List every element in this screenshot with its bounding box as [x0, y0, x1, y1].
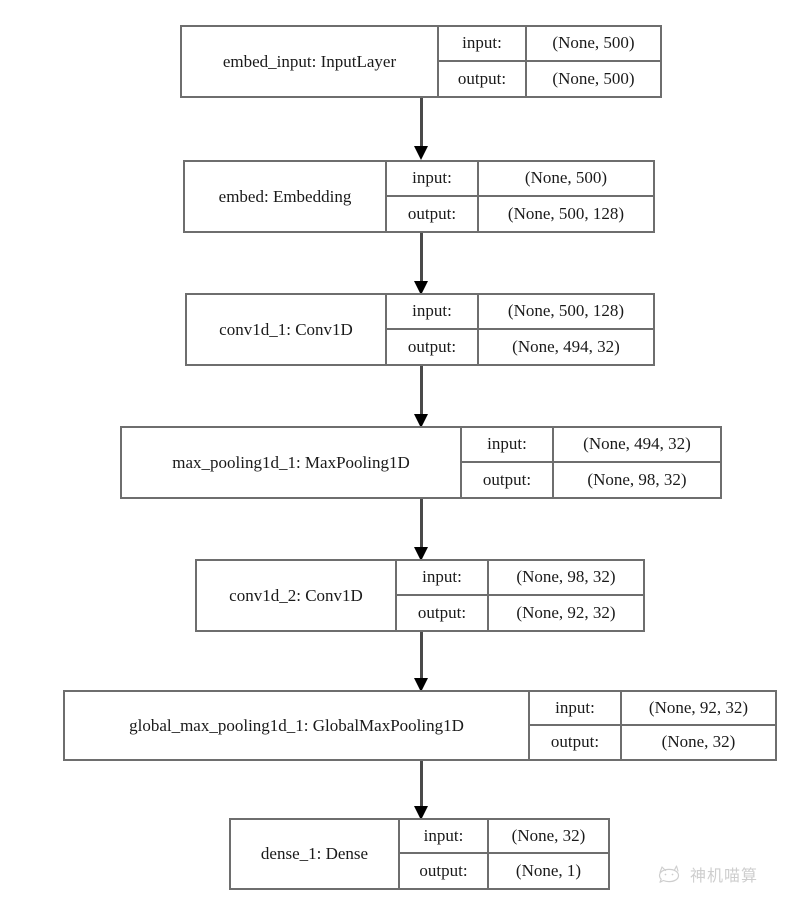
io-table-conv1d-1: input: (None, 500, 128) output: (None, 4…	[387, 295, 653, 364]
io-shape-output: (None, 500)	[552, 68, 635, 88]
edge-shaft	[420, 98, 423, 148]
io-label-input: input:	[387, 162, 479, 195]
io-label-input: input:	[400, 820, 489, 852]
io-label-output: output:	[387, 329, 479, 364]
io-row-input: input: (None, 32)	[400, 820, 608, 854]
node-name-dense-1: dense_1: Dense	[231, 820, 400, 888]
io-table-max-pooling1d-1: input: (None, 494, 32) output: (None, 98…	[462, 428, 720, 497]
io-label-output: output:	[397, 595, 489, 630]
io-shape-input: (None, 500)	[524, 168, 608, 188]
edge-shaft	[420, 632, 423, 680]
io-row-output: output: (None, 500, 128)	[387, 196, 653, 231]
io-label-input: input:	[387, 295, 479, 328]
edge-arrowhead	[414, 678, 428, 692]
io-table-embed-input: input: (None, 500) output: (None, 500)	[439, 27, 660, 96]
node-name-conv1d-2: conv1d_2: Conv1D	[197, 561, 397, 630]
io-row-output: output: (None, 32)	[530, 725, 775, 759]
io-shape-input: (None, 500)	[552, 33, 635, 53]
node-name-conv1d-1: conv1d_1: Conv1D	[187, 295, 387, 364]
edge-shaft	[420, 499, 423, 549]
watermark-text: 神机喵算	[690, 866, 759, 885]
io-shape-output: (None, 494, 32)	[512, 336, 620, 356]
edge-arrowhead	[414, 414, 428, 428]
io-shape-output: (None, 98, 32)	[587, 469, 687, 489]
node-global-max-pooling1d-1: global_max_pooling1d_1: GlobalMaxPooling…	[63, 690, 777, 761]
io-shape-input: (None, 494, 32)	[583, 434, 691, 454]
io-label-output: output:	[462, 462, 554, 497]
edge-arrowhead	[414, 547, 428, 561]
io-label-output: output:	[530, 725, 622, 759]
io-row-input: input: (None, 500)	[439, 27, 660, 62]
io-label-output: output:	[387, 196, 479, 231]
io-row-input: input: (None, 494, 32)	[462, 428, 720, 463]
io-table-global-max-pooling1d-1: input: (None, 92, 32) output: (None, 32)	[530, 692, 775, 759]
edge-arrowhead	[414, 146, 428, 160]
io-label-input: input:	[397, 561, 489, 594]
edge-arrowhead	[414, 281, 428, 295]
io-row-input: input: (None, 500)	[387, 162, 653, 197]
io-row-input: input: (None, 500, 128)	[387, 295, 653, 330]
io-label-output: output:	[400, 854, 489, 888]
node-max-pooling1d-1: max_pooling1d_1: MaxPooling1D input: (No…	[120, 426, 722, 499]
edge-shaft	[420, 761, 423, 808]
io-row-output: output: (None, 500)	[439, 61, 660, 96]
node-conv1d-2: conv1d_2: Conv1D input: (None, 98, 32) o…	[195, 559, 645, 632]
node-name-embed: embed: Embedding	[185, 162, 387, 231]
node-name-global-max-pooling1d-1: global_max_pooling1d_1: GlobalMaxPooling…	[65, 692, 530, 759]
io-shape-input: (None, 32)	[511, 826, 586, 845]
node-conv1d-1: conv1d_1: Conv1D input: (None, 500, 128)…	[185, 293, 655, 366]
io-shape-output: (None, 92, 32)	[516, 602, 616, 622]
io-shape-output: (None, 32)	[661, 732, 736, 752]
io-label-input: input:	[439, 27, 527, 60]
io-table-dense-1: input: (None, 32) output: (None, 1)	[400, 820, 608, 888]
io-shape-output: (None, 1)	[515, 861, 582, 880]
node-embed-input: embed_input: InputLayer input: (None, 50…	[180, 25, 662, 98]
cat-face-icon	[658, 865, 680, 883]
io-label-input: input:	[530, 692, 622, 724]
node-dense-1: dense_1: Dense input: (None, 32) output:…	[229, 818, 610, 890]
io-row-output: output: (None, 92, 32)	[397, 595, 643, 630]
io-table-conv1d-2: input: (None, 98, 32) output: (None, 92,…	[397, 561, 643, 630]
node-name-embed-input: embed_input: InputLayer	[182, 27, 439, 96]
io-row-output: output: (None, 1)	[400, 854, 608, 888]
io-row-output: output: (None, 98, 32)	[462, 462, 720, 497]
node-name-max-pooling1d-1: max_pooling1d_1: MaxPooling1D	[122, 428, 462, 497]
io-shape-input: (None, 500, 128)	[507, 301, 625, 321]
io-shape-output: (None, 500, 128)	[507, 203, 625, 223]
edge-shaft	[420, 233, 423, 283]
edge-shaft	[420, 366, 423, 416]
io-table-embed: input: (None, 500) output: (None, 500, 1…	[387, 162, 653, 231]
edge-arrowhead	[414, 806, 428, 820]
io-label-input: input:	[462, 428, 554, 461]
node-embed: embed: Embedding input: (None, 500) outp…	[183, 160, 655, 233]
io-shape-input: (None, 98, 32)	[516, 567, 616, 587]
io-row-input: input: (None, 92, 32)	[530, 692, 775, 726]
watermark: 神机喵算	[655, 862, 758, 886]
io-shape-input: (None, 92, 32)	[648, 697, 749, 717]
io-row-output: output: (None, 494, 32)	[387, 329, 653, 364]
io-label-output: output:	[439, 61, 527, 96]
io-row-input: input: (None, 98, 32)	[397, 561, 643, 596]
